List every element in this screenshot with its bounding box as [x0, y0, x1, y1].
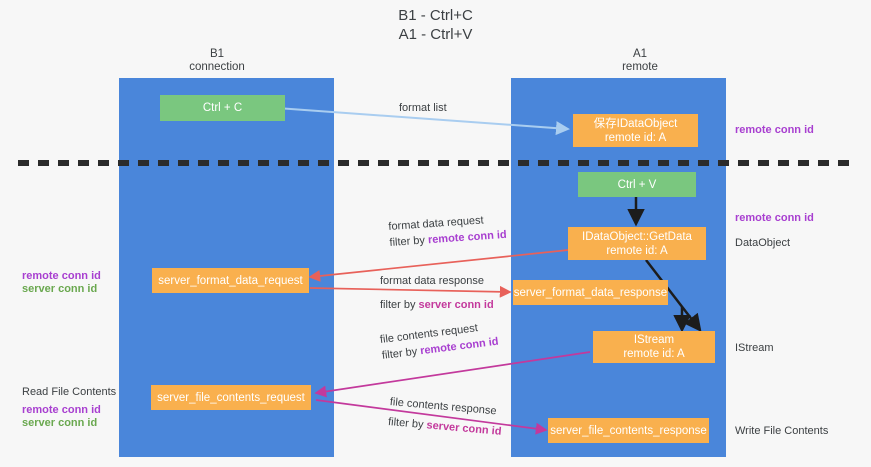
node-server-format-data-request[interactable]: server_format_data_request: [152, 268, 309, 293]
filter-prefix: filter by: [389, 234, 429, 249]
node-server-format-data-response[interactable]: server_format_data_response: [513, 280, 668, 305]
column-header-b1-name: B1: [209, 48, 225, 60]
edge-label-format-data-response-group: format data response filter by server co…: [380, 274, 494, 312]
node-server-format-data-response-label: server_format_data_response: [513, 286, 668, 299]
annotation-right-remote-conn-id-top: remote conn id: [735, 124, 814, 136]
column-header-a1-sub: remote: [622, 61, 658, 73]
annotation-right-write-file-contents: Write File Contents: [735, 425, 829, 437]
node-server-file-contents-response[interactable]: server_file_contents_response: [548, 418, 709, 443]
annotation-left-server-conn-id-bottom: server conn id: [22, 417, 98, 429]
edge-label-file-contents-response-filter: filter by server conn id: [388, 415, 503, 439]
filter-key-remote-conn-id: remote conn id: [427, 228, 508, 247]
column-header-b1: B1 connection: [167, 48, 267, 74]
node-istream-line-1: IStream: [633, 334, 675, 346]
node-ctrl-v-label: Ctrl + V: [617, 178, 657, 191]
filter-prefix: filter by: [381, 345, 421, 362]
filter-key-server-conn-id: server conn id: [425, 419, 502, 438]
edge-label-format-data-response-filter: filter by server conn id: [380, 298, 494, 312]
annotation-right-istream: IStream: [735, 342, 774, 354]
edge-label-format-data-response: format data response: [380, 275, 484, 287]
annotation-right-dataobject: DataObject: [735, 237, 791, 249]
node-server-file-contents-request-label: server_file_contents_request: [157, 391, 305, 404]
node-idataobject-getdata-line-2: remote id: A: [606, 244, 668, 257]
node-save-idataobject[interactable]: 保存IDataObject remote id: A: [573, 114, 698, 147]
edge-label-file-contents-response-group: file contents response filter by server …: [388, 395, 504, 439]
annotation-left-remote-conn-id-bottom: remote conn id: [22, 404, 101, 416]
column-header-a1: A1 remote: [590, 48, 690, 74]
node-idataobject-getdata-line-1: IDataObject::GetData: [582, 230, 692, 243]
node-server-file-contents-request[interactable]: server_file_contents_request: [151, 385, 311, 410]
node-idataobject-getdata[interactable]: IDataObject::GetData remote id: A: [568, 227, 706, 260]
column-header-a1-name: A1: [632, 48, 648, 60]
title-line-1: B1 - Ctrl+C: [398, 7, 473, 24]
page-title: B1 - Ctrl+C A1 - Ctrl+V: [0, 6, 871, 44]
edge-label-format-data-request-group: format data request filter by remote con…: [388, 212, 507, 250]
title-line-2: A1 - Ctrl+V: [398, 26, 473, 43]
node-save-idataobject-line-2: remote id: A: [604, 131, 667, 144]
annotation-right-remote-conn-id-mid: remote conn id: [735, 212, 814, 224]
annotation-left-read-file-contents: Read File Contents: [22, 386, 117, 398]
annotation-left-server-conn-id-mid: server conn id: [22, 283, 98, 295]
node-save-idataobject-line-1: 保存IDataObject: [593, 117, 678, 130]
column-header-b1-sub: connection: [189, 61, 245, 73]
edge-label-format-list: format list: [399, 102, 447, 114]
edge-label-file-contents-response: file contents response: [389, 396, 498, 418]
node-ctrl-v[interactable]: Ctrl + V: [578, 172, 696, 197]
node-ctrl-c[interactable]: Ctrl + C: [160, 95, 285, 121]
node-istream[interactable]: IStream remote id: A: [593, 331, 715, 363]
node-server-file-contents-response-label: server_file_contents_response: [550, 424, 707, 437]
filter-prefix: filter by: [387, 415, 428, 432]
node-server-format-data-request-label: server_format_data_request: [158, 274, 303, 287]
filter-prefix: filter by: [380, 299, 419, 311]
edge-label-file-contents-request-group: file contents request filter by remote c…: [379, 319, 499, 363]
node-ctrl-c-label: Ctrl + C: [202, 102, 243, 114]
node-istream-line-2: remote id: A: [623, 348, 685, 360]
annotation-left-remote-conn-id-mid: remote conn id: [22, 270, 101, 282]
filter-key-server-conn-id: server conn id: [418, 299, 494, 311]
